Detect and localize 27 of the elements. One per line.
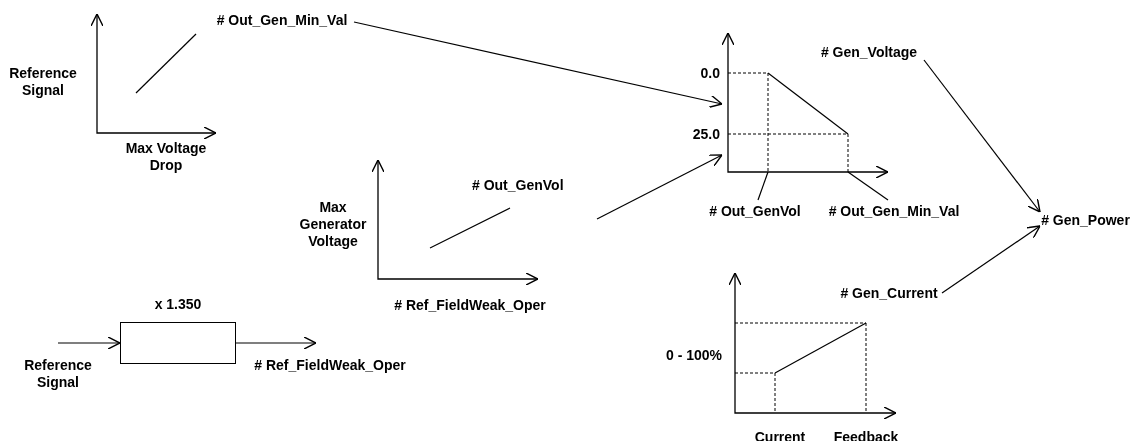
axis-label: # Ref_FieldWeak_Oper (393, 296, 547, 314)
axis-label: Max Generator Voltage (298, 198, 368, 250)
axis-label: Max Voltage Drop (124, 140, 208, 174)
axis-label: Current (753, 428, 807, 441)
signal-label: # Out_GenVol (472, 177, 602, 219)
signal-label: # Gen_Current (836, 285, 942, 305)
axis-label: Feedback (832, 428, 900, 441)
arrow (57, 336, 121, 350)
axis-label: 0 - 100% (664, 346, 723, 364)
leader-line (757, 171, 769, 201)
tick-label: 25.0 (691, 125, 720, 143)
arrow (941, 225, 1041, 294)
signal-label: # Gen_Voltage (814, 44, 924, 64)
arrow (923, 59, 1041, 213)
signal-label: # Ref_FieldWeak_Oper (250, 343, 410, 375)
axis-label: Reference Signal (8, 65, 78, 99)
signal-label: # Out_GenVol (705, 200, 805, 222)
leader-line (847, 171, 889, 201)
gain-label: x 1.350 (153, 296, 203, 313)
signal-label: # Out_Gen_Min_Val (824, 200, 964, 222)
tick-label: 0.0 (699, 64, 720, 82)
signal-label: # Gen_Power (1040, 212, 1131, 232)
signal-label: # Out_Gen_Min_Val (212, 12, 352, 32)
arrow (235, 336, 317, 350)
signal-label: Reference Signal (13, 343, 103, 393)
arrow (596, 154, 723, 220)
arrow (353, 21, 723, 108)
